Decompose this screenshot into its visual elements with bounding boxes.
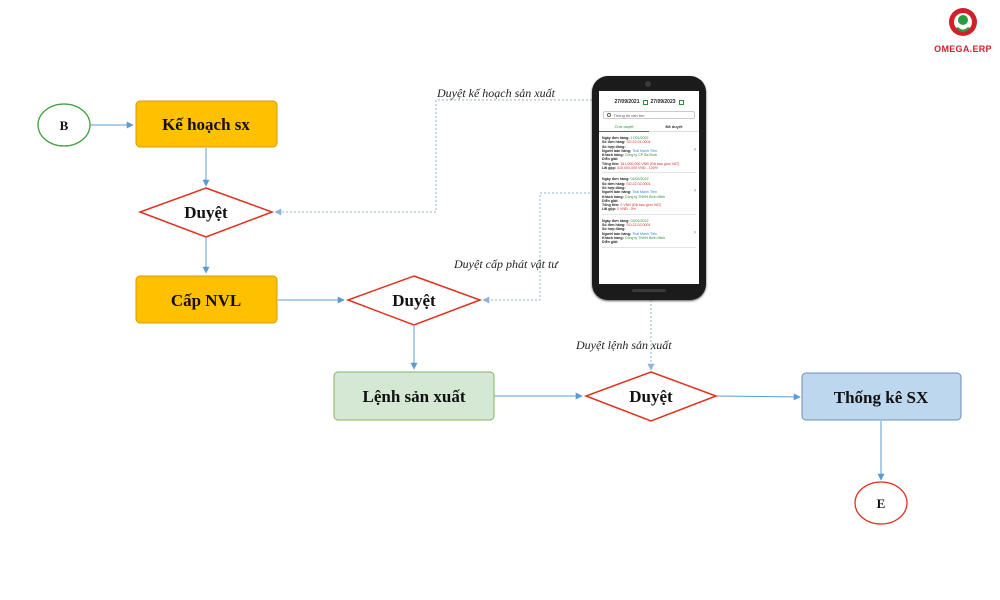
approve1-node-label: Duyệt — [184, 203, 228, 222]
date-to[interactable]: 27/09/2023 — [650, 99, 676, 105]
order-date: 02/02/2022 — [630, 177, 649, 182]
plan-node — [135, 100, 278, 148]
order-node-label: Lệnh sản xuất — [363, 387, 466, 406]
gross-profit: 310,000,000 VNĐ - 100% — [616, 166, 658, 171]
field-label: Diễn giải: — [602, 240, 619, 245]
field-label: Khách hàng: — [602, 153, 624, 158]
logo-text: OMEGA.ERP — [934, 44, 992, 54]
field-label: Tổng tiền: — [602, 203, 620, 208]
list-item[interactable]: Ngày đơn hàng: 02/02/2022 Số đơn hàng: S… — [602, 177, 696, 215]
edge-phone-approve1 — [274, 99, 592, 216]
end-node — [854, 481, 908, 525]
field-label: Ngày đơn hàng: — [602, 177, 630, 182]
edge-phone-approve2 — [482, 192, 594, 304]
salesperson: Thái Mạnh Tiến — [632, 190, 657, 195]
approval-tabs: Chờ duyệt Đã duyệt — [599, 124, 699, 132]
chevron-right-icon[interactable]: › — [694, 147, 696, 153]
plan-node-label: Kế hoạch sx — [162, 115, 250, 134]
approve2-node — [345, 275, 483, 326]
approve1-node — [137, 187, 275, 238]
field-label: Số đơn hàng: — [602, 181, 626, 186]
field-label: Khách hàng: — [602, 194, 624, 199]
phone-speaker — [632, 289, 666, 292]
order-date: 02/02/2022 — [630, 218, 649, 223]
customer: Công ty TNHH Bình Minh — [624, 194, 666, 199]
approve2-node-label: Duyệt — [392, 291, 436, 310]
calendar-icon[interactable] — [678, 99, 684, 105]
total: 0 VNĐ (Đã bao gồm VAT) — [620, 203, 662, 208]
start-node — [37, 103, 91, 147]
field-label: Ngày đơn hàng: — [602, 136, 630, 140]
field-label: Số hợp đồng: — [602, 144, 626, 149]
field-label: Lãi gộp: — [602, 207, 616, 212]
date-from[interactable]: 27/09/2021 — [614, 99, 640, 105]
omega-logo-icon — [949, 8, 977, 36]
order-node — [333, 371, 495, 421]
total: 341,000,000 VNĐ (Đã bao gồm VAT) — [620, 161, 680, 166]
phone-mockup: 27/09/2021 27/09/2023 Thông tin cần tìm … — [592, 76, 706, 300]
field-label: Diễn giải: — [602, 157, 619, 162]
salesperson: Thái Mạnh Tiến — [632, 231, 657, 236]
search-input[interactable]: Thông tin cần tìm — [603, 111, 695, 119]
date-range: 27/09/2021 27/09/2023 — [599, 99, 699, 105]
field-label: Khách hàng: — [602, 235, 624, 240]
salesperson: Thái Mạnh Tiến — [632, 148, 657, 153]
order-number: SO.22.02.0001 — [626, 223, 651, 228]
field-label: Số hợp đồng: — [602, 185, 626, 190]
gross-profit: 0 VNĐ - 0% — [616, 207, 636, 212]
stats-node-label: Thống kê SX — [834, 388, 929, 407]
label-order-approval: Duyệt lệnh sản xuất — [575, 338, 672, 352]
start-node-label: B — [60, 118, 69, 133]
calendar-icon[interactable] — [642, 99, 648, 105]
order-number: SO.22.01.0004 — [626, 140, 651, 145]
phone-screen: 27/09/2021 27/09/2023 Thông tin cần tìm … — [599, 91, 699, 284]
list-item[interactable]: Ngày đơn hàng: 17/01/2022 Số đơn hàng: S… — [602, 136, 696, 174]
material-node — [135, 275, 278, 324]
stats-node — [801, 372, 962, 421]
field-label: Ngày đơn hàng: — [602, 218, 630, 223]
field-label: Số đơn hàng: — [602, 223, 626, 228]
tab-pending[interactable]: Chờ duyệt — [599, 124, 649, 132]
omega-erp-logo: OMEGA.ERP — [932, 6, 994, 54]
approve3-node-label: Duyệt — [629, 387, 673, 406]
material-node-label: Cấp NVL — [171, 291, 241, 310]
customer: Công ty CP Ba Đình — [624, 153, 658, 158]
search-placeholder: Thông tin cần tìm — [613, 112, 645, 118]
chevron-right-icon[interactable]: › — [694, 188, 696, 195]
order-date: 17/01/2022 — [630, 136, 649, 140]
field-label: Diễn giải: — [602, 198, 619, 203]
field-label: Người bán hàng: — [602, 231, 632, 236]
approve3-node — [583, 371, 719, 422]
search-icon — [607, 113, 611, 117]
chevron-right-icon[interactable]: › — [694, 229, 696, 236]
label-plan-approval: Duyệt kế hoạch sản xuất — [436, 86, 556, 100]
field-label: Lãi gộp: — [602, 166, 616, 171]
phone-camera — [645, 81, 651, 87]
label-material-approval: Duyệt cấp phát vật tư — [453, 257, 559, 271]
field-label: Số đơn hàng: — [602, 140, 626, 145]
field-label: Số hợp đồng: — [602, 227, 626, 232]
end-node-label: E — [877, 496, 886, 511]
customer: Công ty TNHH Bình Minh — [624, 235, 666, 240]
field-label: Người bán hàng: — [602, 148, 632, 153]
edge-approve3-stats — [715, 393, 801, 401]
tab-approved[interactable]: Đã duyệt — [649, 124, 699, 132]
order-number: SO.22.02.0001 — [626, 181, 651, 186]
field-label: Người bán hàng: — [602, 190, 632, 195]
field-label: Tổng tiền: — [602, 161, 620, 166]
list-item[interactable]: Ngày đơn hàng: 02/02/2022 Số đơn hàng: S… — [602, 219, 696, 248]
